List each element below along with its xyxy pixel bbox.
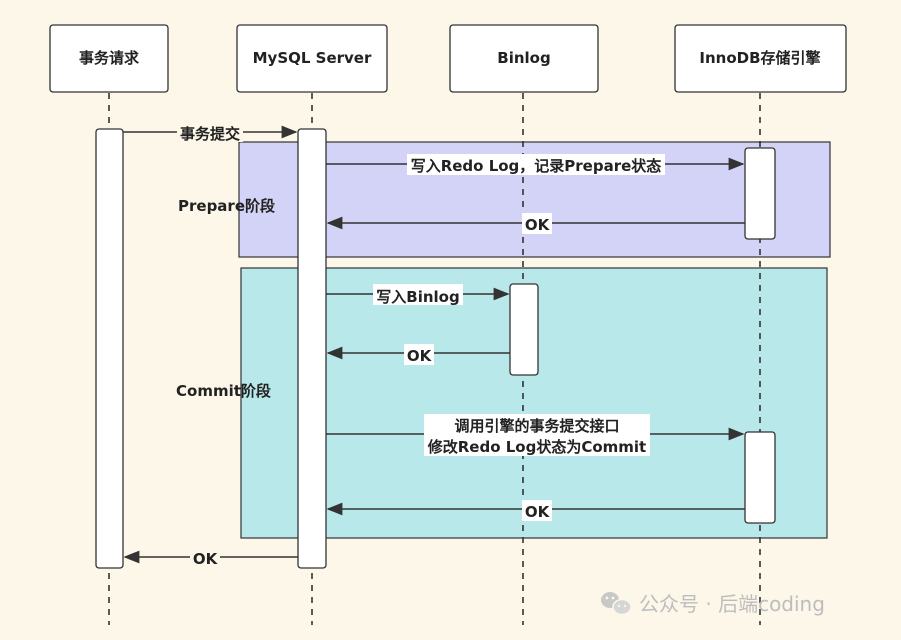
msg-write-redo-label: 写入Redo Log，记录Prepare状态 — [411, 157, 662, 175]
msg-submit-label: 事务提交 — [180, 125, 240, 143]
participant-innodb-label: InnoDB存储引擎 — [699, 49, 820, 67]
msg-submit: 事务提交 — [123, 122, 298, 143]
participant-innodb: InnoDB存储引擎 — [674, 24, 847, 93]
mysql-activation — [297, 128, 327, 569]
commit-phase-label: Commit阶段 — [176, 382, 271, 400]
msg-ok-binlog: OK — [326, 344, 510, 365]
participant-request-label: 事务请求 — [79, 49, 140, 67]
msg-ok-innodb-2: OK — [326, 500, 745, 521]
msg-write-redo: 写入Redo Log，记录Prepare状态 — [326, 154, 745, 175]
wechat-icon — [601, 592, 632, 616]
msg-ok-final: OK — [123, 547, 298, 568]
innodb-activation-prepare — [744, 147, 776, 240]
msg-ok-final-label: OK — [193, 550, 219, 568]
participant-request: 事务请求 — [49, 24, 169, 93]
msg-call-commit-line2: 修改Redo Log状态为Commit — [427, 438, 646, 456]
msg-call-commit: 调用引擎的事务提交接口 修改Redo Log状态为Commit — [326, 414, 745, 456]
msg-write-binlog: 写入Binlog — [326, 284, 510, 306]
participant-binlog: Binlog — [449, 24, 599, 93]
msg-write-binlog-label: 写入Binlog — [376, 288, 459, 306]
msg-ok-binlog-label: OK — [407, 347, 433, 365]
request-activation — [95, 128, 124, 569]
participant-mysql-label: MySQL Server — [253, 49, 372, 67]
msg-ok-innodb-1-label: OK — [525, 216, 551, 234]
watermark-text: 公众号 · 后端coding — [639, 592, 825, 616]
msg-ok-innodb-1: OK — [326, 213, 745, 234]
participant-binlog-label: Binlog — [497, 49, 550, 67]
msg-call-commit-line1: 调用引擎的事务提交接口 — [454, 417, 619, 435]
msg-ok-innodb-2-label: OK — [525, 503, 551, 521]
innodb-activation-commit — [744, 431, 776, 524]
participant-mysql: MySQL Server — [236, 24, 388, 93]
prepare-phase-label: Prepare阶段 — [178, 197, 275, 215]
binlog-activation — [509, 283, 539, 376]
watermark: 公众号 · 后端coding — [601, 592, 825, 616]
